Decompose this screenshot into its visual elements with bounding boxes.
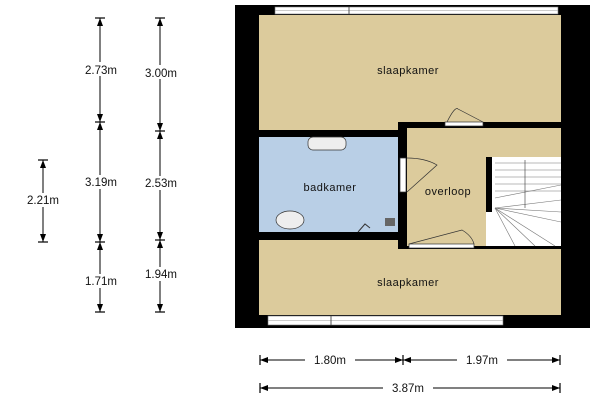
dim-3-87: 3.87m bbox=[392, 383, 424, 395]
label-bathroom: badkamer bbox=[304, 182, 357, 194]
dimension-arrows bbox=[40, 18, 560, 391]
label-top-bedroom: slaapkamer bbox=[377, 65, 439, 77]
dim-1-97: 1.97m bbox=[466, 355, 498, 367]
dim-1-71: 1.71m bbox=[85, 276, 117, 288]
dim-2-53: 2.53m bbox=[145, 178, 177, 190]
boiler-icon bbox=[385, 218, 395, 226]
dim-1-94: 1.94m bbox=[145, 269, 177, 281]
window-top bbox=[274, 6, 559, 15]
dim-2-21: 2.21m bbox=[27, 195, 59, 207]
tap-icon bbox=[357, 223, 371, 233]
toilet-icon bbox=[275, 210, 305, 230]
dim-1-80: 1.80m bbox=[314, 355, 346, 367]
door-bottom-bedroom bbox=[408, 229, 475, 249]
room-top-bedroom bbox=[259, 15, 561, 130]
room-bottom-bedroom bbox=[259, 240, 561, 315]
staircase bbox=[486, 157, 562, 247]
label-bottom-bedroom: slaapkamer bbox=[377, 277, 439, 289]
label-landing: overloop bbox=[425, 186, 471, 198]
dim-3-19: 3.19m bbox=[85, 177, 117, 189]
dim-3-00: 3.00m bbox=[145, 68, 177, 80]
sink-icon bbox=[307, 136, 347, 151]
window-bottom bbox=[267, 315, 504, 326]
door-top-bedroom bbox=[444, 108, 484, 127]
door-bathroom bbox=[399, 157, 438, 193]
dim-2-73: 2.73m bbox=[85, 65, 117, 77]
